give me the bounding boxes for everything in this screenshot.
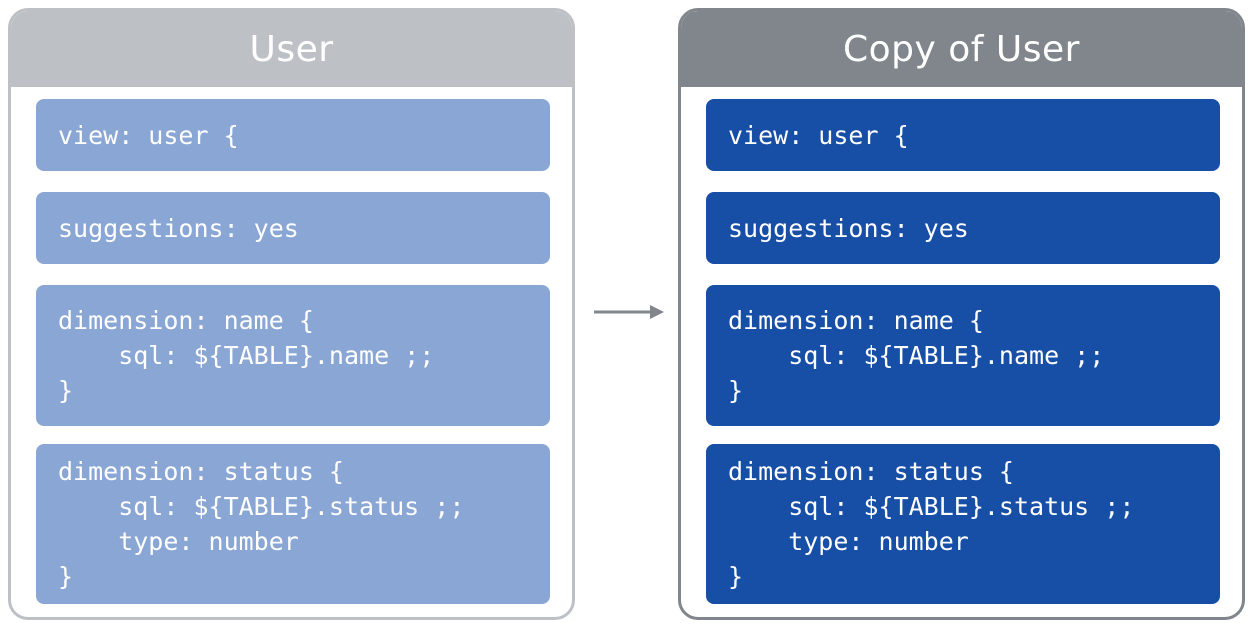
code-line: view: user {: [728, 120, 909, 150]
code-line: dimension: status {: [58, 457, 344, 486]
view-declaration-block: view: user {: [36, 99, 550, 171]
suggestions-block: suggestions: yes: [36, 192, 550, 264]
dimension-name-block: dimension: name { sql: ${TABLE}.name ;;}: [706, 285, 1220, 426]
code-line: }: [58, 376, 74, 405]
source-view-panel: User view: user { suggestions: yes dimen…: [8, 8, 575, 620]
code-line: type: number: [728, 527, 969, 556]
code-line: dimension: name {: [58, 306, 314, 335]
code-line: sql: ${TABLE}.status ;;: [58, 492, 465, 521]
arrow-right-icon: [594, 305, 664, 319]
code-line: dimension: status {: [728, 457, 1014, 486]
code-line: }: [728, 562, 744, 591]
code-line: sql: ${TABLE}.status ;;: [728, 492, 1135, 521]
view-declaration-block: view: user {: [706, 99, 1220, 171]
code-line: }: [728, 376, 744, 405]
suggestions-block: suggestions: yes: [706, 192, 1220, 264]
copy-view-panel: Copy of User view: user { suggestions: y…: [678, 8, 1245, 620]
dimension-status-block: dimension: status { sql: ${TABLE}.status…: [706, 444, 1220, 604]
code-line: suggestions: yes: [728, 213, 969, 243]
code-line: }: [58, 562, 74, 591]
dimension-status-block: dimension: status { sql: ${TABLE}.status…: [36, 444, 550, 604]
code-line: dimension: name {: [728, 306, 984, 335]
code-line: suggestions: yes: [58, 213, 299, 243]
source-view-title: User: [11, 11, 572, 87]
code-line: view: user {: [58, 120, 239, 150]
code-line: type: number: [58, 527, 299, 556]
copy-view-title: Copy of User: [681, 11, 1242, 87]
code-line: sql: ${TABLE}.name ;;: [58, 341, 435, 370]
dimension-name-block: dimension: name { sql: ${TABLE}.name ;;}: [36, 285, 550, 426]
code-line: sql: ${TABLE}.name ;;: [728, 341, 1105, 370]
